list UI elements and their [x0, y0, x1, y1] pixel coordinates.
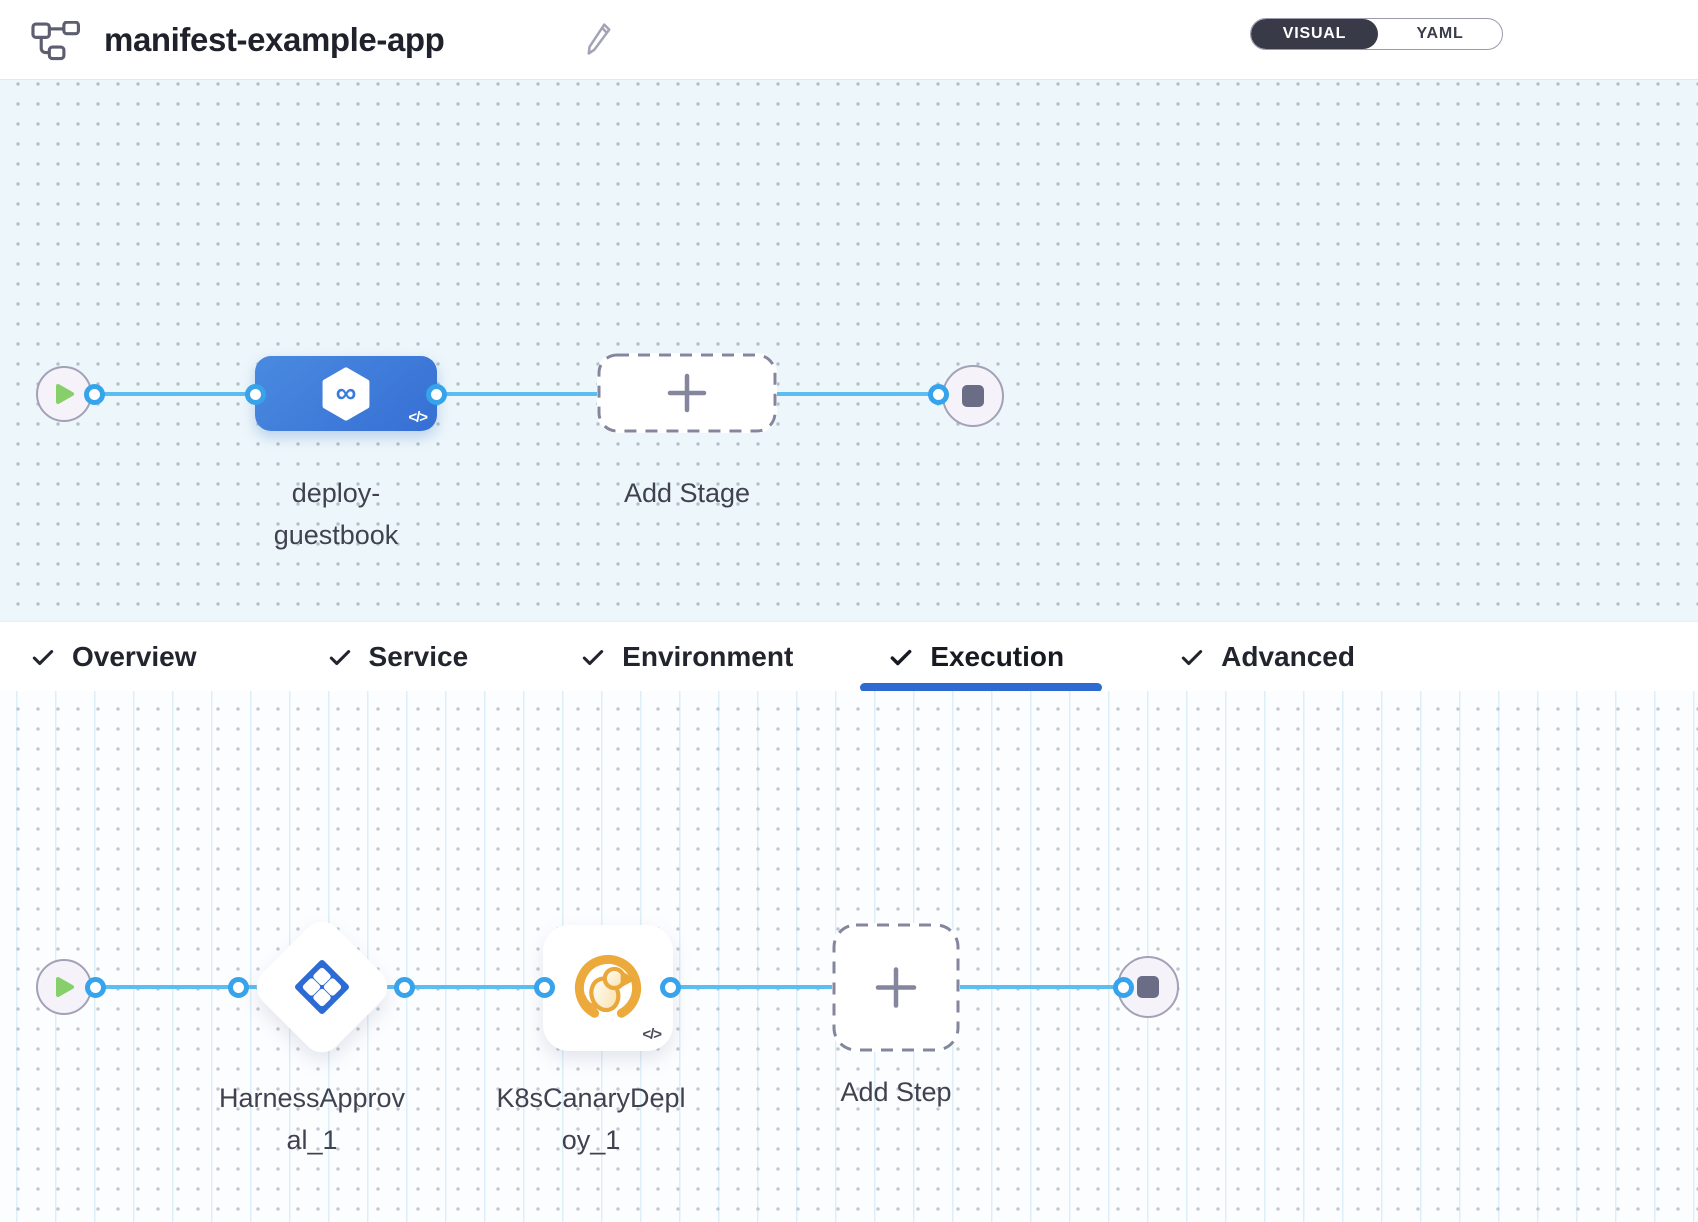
deployment-stage-icon: ∞	[322, 366, 370, 421]
edit-pencil-icon[interactable]	[582, 19, 616, 59]
stage-node-deploy-guestbook[interactable]: ∞ </>	[255, 356, 437, 431]
connector-port[interactable]	[425, 383, 447, 405]
add-step-label: Add Step	[840, 1077, 952, 1107]
pipeline-start-node	[36, 366, 92, 422]
stage-flow-line	[64, 392, 973, 396]
tab-overview[interactable]: Overview	[30, 622, 197, 692]
check-icon	[30, 644, 56, 670]
add-stage-label: Add Stage	[623, 478, 751, 508]
stage-graph-canvas: ∞ </> deploy- guestbook Add Stage	[0, 80, 1698, 621]
header: manifest-example-app VISUAL YAML	[0, 0, 1698, 80]
play-icon	[56, 384, 74, 404]
tab-execution[interactable]: Execution	[860, 622, 1102, 692]
stage-tabbar: Overview Service Environment Execution A…	[0, 621, 1698, 692]
pipeline-title: manifest-example-app	[104, 20, 445, 58]
connector-port[interactable]	[1112, 976, 1134, 998]
step-label-k8s-canary: K8sCanaryDepl oy_1	[496, 1083, 686, 1155]
view-mode-toggle: VISUAL YAML	[1250, 18, 1503, 50]
connector-port[interactable]	[84, 976, 106, 998]
pipeline-graph-icon	[30, 20, 82, 66]
toggle-yaml[interactable]: YAML	[1416, 25, 1464, 42]
execution-graph-canvas: </> HarnessApprov al_1 K8sCanaryDepl oy_…	[0, 691, 1698, 1222]
connector-port[interactable]	[659, 976, 681, 998]
connector-port[interactable]	[83, 383, 105, 405]
step-label-harness-approval: HarnessApprov al_1	[218, 1083, 406, 1155]
check-icon	[1179, 644, 1205, 670]
connector-port[interactable]	[927, 383, 949, 405]
step-node-harness-approval[interactable]	[248, 913, 396, 1061]
step-node-k8s-canary-deploy[interactable]: </>	[543, 925, 673, 1051]
connector-port[interactable]	[227, 976, 249, 998]
code-toggle-icon: </>	[408, 409, 428, 426]
tab-environment[interactable]: Environment	[580, 622, 793, 692]
connector-port[interactable]	[533, 976, 555, 998]
connector-port[interactable]	[244, 383, 266, 405]
play-icon	[56, 977, 74, 997]
stop-icon	[962, 385, 984, 407]
check-icon	[327, 644, 353, 670]
stage-label: deploy- guestbook	[273, 478, 399, 550]
plus-icon	[875, 967, 917, 1008]
tab-advanced[interactable]: Advanced	[1179, 622, 1355, 692]
execution-start-node	[36, 959, 92, 1015]
add-step-button[interactable]	[832, 923, 960, 1052]
tab-service[interactable]: Service	[327, 622, 468, 692]
plus-icon	[667, 373, 707, 413]
pipeline-end-node	[942, 365, 1004, 427]
k8s-canary-icon	[574, 954, 642, 1022]
code-toggle-icon: </>	[642, 1026, 662, 1043]
check-icon	[888, 644, 914, 670]
toggle-visual[interactable]: VISUAL	[1251, 19, 1378, 49]
stop-icon	[1137, 976, 1159, 998]
connector-port[interactable]	[393, 976, 415, 998]
svg-text:∞: ∞	[336, 377, 357, 409]
add-stage-button[interactable]	[597, 353, 777, 433]
check-icon	[580, 644, 606, 670]
